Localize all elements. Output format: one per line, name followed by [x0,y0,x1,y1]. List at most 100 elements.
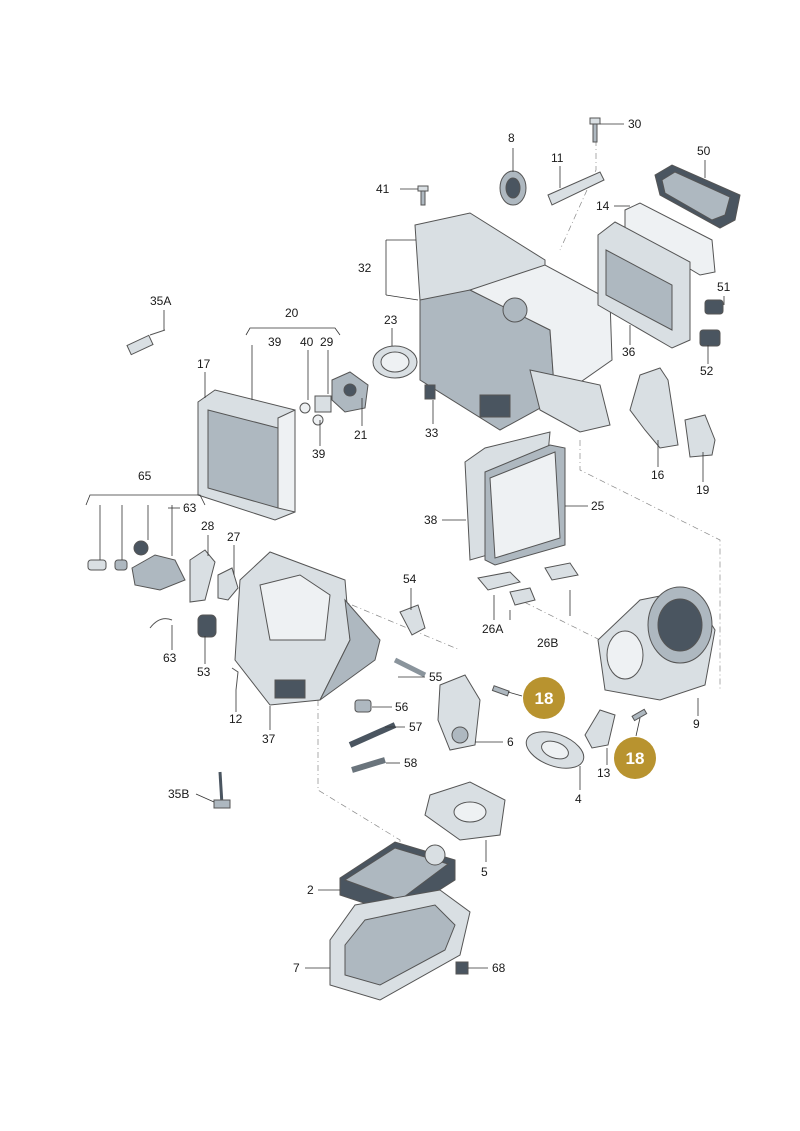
part-27-lever [217,567,239,601]
callout-19: 19 [696,483,710,497]
callout-2: 2 [307,883,314,897]
callout-55: 55 [429,670,443,684]
callout-33: 33 [425,426,439,440]
part-4-seal [525,731,585,769]
part-23-ring [372,345,418,379]
callout-27: 27 [227,530,241,544]
part-41-screw [417,185,429,206]
callout-38: 38 [424,513,438,527]
part-63-hose [149,618,173,629]
part-6-flap [437,674,481,751]
callout-8: 8 [508,131,515,145]
callout-50: 50 [697,144,711,158]
callout-9: 9 [693,717,700,731]
callout-11: 11 [551,151,564,165]
callout-56: 56 [395,700,409,714]
part-28-lever [189,549,216,603]
callout-37: 37 [262,732,276,746]
part-12-clip [231,667,239,691]
callout-58: 58 [404,756,418,770]
part-53-motor [197,614,217,638]
part-63-actuator [131,554,186,591]
callout-4: 4 [575,792,582,806]
part-51-actuator [704,299,724,315]
callout-labels: 30 8 11 50 41 14 32 35A 20 51 39 40 29 2… [138,117,731,975]
part-39-pipe [312,414,324,426]
part-26a-clip [477,571,536,606]
highlight-18-label-b: 18 [626,749,645,768]
callout-26a: 26A [482,622,503,636]
part-8-cap [499,170,527,206]
part-25-filter [484,444,566,566]
callout-13: 13 [597,766,611,780]
part-32-upper-housing [414,212,613,433]
part-52-actuator [699,329,721,347]
part-55-rod [393,657,427,678]
part-57-link [348,722,397,748]
part-16-bracket [629,367,679,449]
part-50-grille [654,164,741,229]
callout-23: 23 [384,313,398,327]
callout-12: 12 [229,712,243,726]
callout-17: 17 [197,357,211,371]
callout-29: 29 [320,335,334,349]
callout-40: 40 [300,335,314,349]
part-19-module [684,414,716,458]
callout-39a: 39 [268,335,282,349]
part-58-link [351,757,386,773]
callout-16: 16 [651,468,665,482]
part-5-seal [424,781,506,841]
part-40-oring [299,402,311,414]
callout-35b: 35B [168,787,189,801]
callout-30: 30 [628,117,642,131]
highlight-18-label-a: 18 [535,689,554,708]
part-18-screw-2 [631,708,648,722]
part-37-lower-housing [234,551,381,706]
part-11-bracket [547,171,605,206]
callout-68: 68 [492,961,506,975]
callout-21: 21 [354,428,368,442]
part-17-heater-core [197,389,296,521]
callout-41: 41 [376,182,390,196]
highlight-badge-18-upper[interactable]: 18 [507,677,565,719]
part-21-valve [331,371,369,413]
callout-54: 54 [403,572,417,586]
callout-14: 14 [596,199,610,213]
callout-6: 6 [507,735,514,749]
part-18-screw [491,685,510,697]
callout-63b: 63 [163,651,177,665]
part-65-group [87,540,149,571]
callout-65: 65 [138,469,152,483]
part-9-blower [597,586,716,701]
part-36-frame [597,221,691,349]
part-35b-sensor [213,771,231,809]
callout-20: 20 [285,306,299,320]
callout-36: 36 [622,345,636,359]
callout-28: 28 [201,519,215,533]
part-29-seal [314,395,332,413]
part-26b-clip [544,562,579,581]
highlight-badge-18-lower[interactable]: 18 [614,717,656,779]
part-33-clip [424,384,436,400]
callout-39b: 39 [312,447,326,461]
part-35a-sensor [126,329,166,356]
callout-26b: 26B [537,636,558,650]
callout-51: 51 [717,280,731,294]
part-30-screw [589,117,601,143]
callout-25: 25 [591,499,605,513]
callout-32: 32 [358,261,372,275]
callout-35a: 35A [150,294,171,308]
part-13-duct [584,709,616,749]
callout-57: 57 [409,720,423,734]
part-68-pad [455,961,469,975]
callout-53: 53 [197,665,211,679]
callout-52: 52 [700,364,714,378]
assembly-guide-lines [317,140,721,870]
part-54-lever [399,604,426,636]
callout-63a: 63 [183,501,197,515]
leader-lines [85,123,725,969]
part-7-cover [329,889,471,1001]
callout-5: 5 [481,865,488,879]
